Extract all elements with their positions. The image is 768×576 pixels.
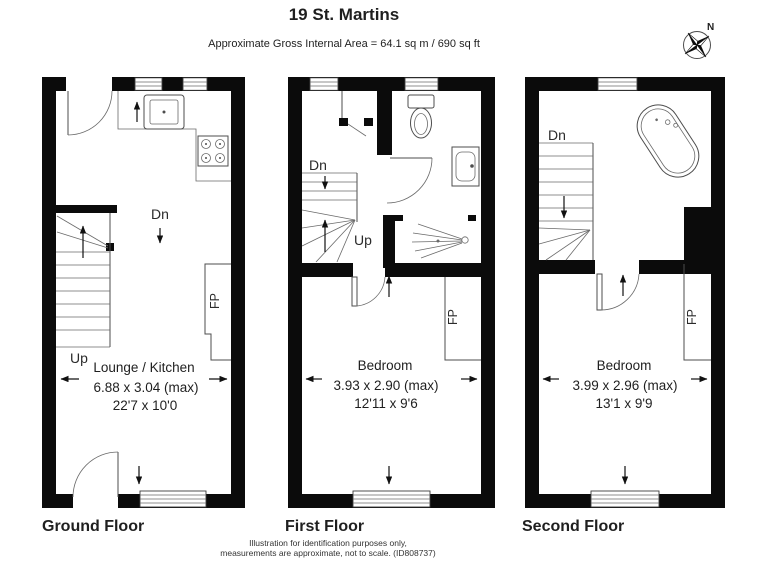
- disclaimer-line2: measurements are approximate, not to sca…: [220, 548, 436, 558]
- interior-wall: [302, 263, 353, 277]
- rear-door-opening: [73, 494, 118, 508]
- fireplace: [444, 277, 481, 361]
- room-dim-metric: 6.88 x 3.04 (max): [93, 380, 198, 395]
- window: [182, 77, 208, 91]
- interior-wall: [639, 260, 711, 274]
- shower: [395, 215, 476, 259]
- stairs-up-label: Up: [70, 350, 88, 366]
- rear-door-arc: [72, 451, 119, 498]
- kitchen-sink: [143, 94, 185, 130]
- staircase: [56, 205, 117, 348]
- room-dim-metric: 3.99 x 2.96 (max): [572, 378, 677, 393]
- toilet: [407, 94, 435, 139]
- stairs-dn-label: Dn: [548, 127, 566, 143]
- fireplace-label: FP: [685, 309, 699, 325]
- room-dim-imperial: 12'11 x 9'6: [354, 396, 417, 411]
- window: [134, 77, 163, 91]
- window: [404, 77, 439, 91]
- room-label: Bedroom: [358, 358, 413, 373]
- hob: [197, 135, 229, 167]
- fireplace: [683, 264, 711, 361]
- fireplace-label: FP: [446, 309, 460, 325]
- first-floor-plan: Dn Up FP Bedroom 3.93 x 2.90 (max) 12'11…: [285, 77, 495, 535]
- room-label: Bedroom: [597, 358, 652, 373]
- floor-name: Ground Floor: [42, 518, 144, 535]
- disclaimer-line1: Illustration for identification purposes…: [249, 538, 407, 548]
- gross-area-subtitle: Approximate Gross Internal Area = 64.1 s…: [208, 38, 480, 50]
- wash-basin: [451, 146, 480, 187]
- interior-wall: [539, 260, 595, 274]
- stairs-dn-label: Dn: [309, 157, 327, 173]
- bedroom-door-arc: [351, 276, 386, 307]
- window: [309, 77, 339, 91]
- interior-wall: [383, 215, 395, 268]
- room-dim-imperial: 13'1 x 9'9: [596, 396, 653, 411]
- window: [139, 490, 207, 508]
- kitchen-counter: [117, 91, 231, 182]
- ground-floor-plan: Up Dn FP Lounge / Kitchen 6.88 x 3.04 (m…: [42, 77, 245, 535]
- second-floor-plan: Dn FP Bedroom 3.99 x 2.96 (max) 13'1 x 9…: [522, 77, 725, 535]
- bathtub: [636, 104, 700, 178]
- window: [590, 490, 660, 508]
- chimney-block: [684, 207, 711, 264]
- front-door-arc: [67, 90, 113, 136]
- room-dim-imperial: 22'7 x 10'0: [113, 398, 177, 413]
- floor-name: First Floor: [285, 518, 364, 535]
- floor-name: Second Floor: [522, 518, 624, 535]
- compass-icon: N: [683, 22, 714, 59]
- window: [352, 490, 431, 508]
- stairs-dn-label: Dn: [151, 206, 169, 222]
- interior-wall: [385, 263, 481, 277]
- room-label: Lounge / Kitchen: [93, 360, 194, 375]
- bedroom-door-arc: [596, 273, 640, 311]
- fireplace: [204, 263, 231, 361]
- window: [597, 77, 638, 91]
- staircase: [301, 172, 358, 263]
- closet: [339, 91, 373, 137]
- interior-wall: [377, 91, 392, 155]
- bathroom-door-arc: [386, 157, 433, 204]
- staircase: [538, 142, 594, 261]
- front-door-opening: [66, 77, 112, 91]
- page-title: 19 St. Martins: [289, 5, 400, 24]
- fireplace-label: FP: [208, 293, 222, 309]
- compass-north-label: N: [707, 22, 714, 33]
- stairs-up-label: Up: [354, 232, 372, 248]
- room-dim-metric: 3.93 x 2.90 (max): [333, 378, 438, 393]
